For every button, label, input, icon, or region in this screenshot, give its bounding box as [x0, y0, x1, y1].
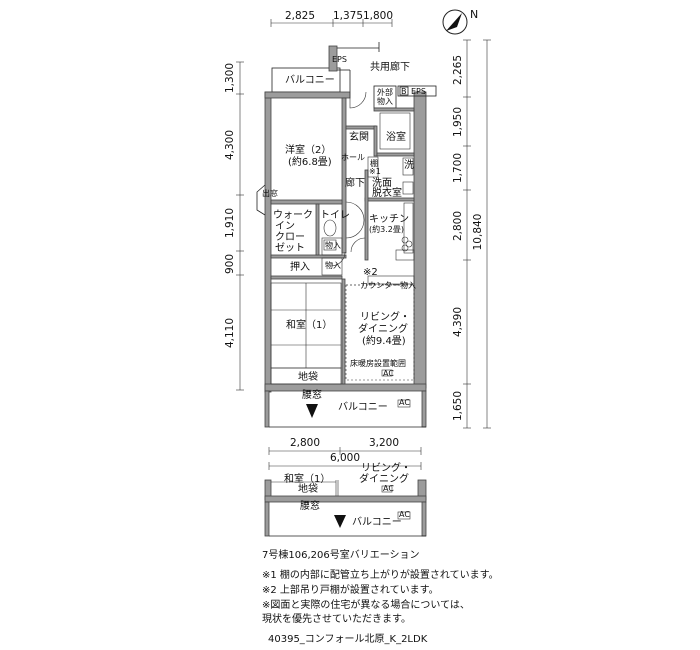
label-outdoor-storage-1: 外部	[377, 87, 393, 97]
dim-right-1: 2,265	[452, 55, 464, 85]
dim-variation-1: 2,800	[290, 437, 320, 449]
label-jibukuro: 地袋	[298, 370, 318, 383]
variation-label-living-1: リビング・	[361, 461, 411, 474]
label-entrance: 玄関	[349, 130, 369, 143]
label-storage-small-2: 物入	[325, 260, 341, 270]
main-plan-labels: バルコニー EPS 共用廊下 外部 物入 B EPS 洋室（2） (約6.8畳)…	[262, 55, 426, 413]
label-wash: 洗	[404, 159, 414, 171]
dim-top-3: 1,800	[363, 10, 393, 22]
dim-right-2: 1,950	[452, 107, 464, 137]
label-eps-right: EPS	[411, 87, 426, 96]
label-living-2: ダイニング	[358, 322, 408, 335]
label-deme-window: 出窓	[262, 188, 278, 198]
label-western-room: 洋室（2）	[285, 143, 331, 156]
variation-label-ac-1: AC	[383, 484, 394, 493]
label-walkin-1: ウォーク	[273, 209, 313, 221]
dim-top-1: 2,825	[285, 10, 315, 22]
note-2: ※2 上部吊り戸棚が設置されています。	[262, 585, 439, 596]
label-shelf: 棚	[370, 158, 378, 168]
dim-variation-total: 6,000	[330, 452, 360, 464]
label-outdoor-storage-2: 物入	[377, 96, 393, 106]
variation-label-ac-2: AC	[399, 510, 410, 519]
variation-label-japanese-room: 和室（1）	[284, 472, 330, 485]
variation-dimension-line: 2,800 3,200 6,000	[268, 437, 422, 470]
label-washroom-1: 洗面	[372, 177, 392, 189]
label-walkin-2: イン	[275, 221, 295, 232]
variation-labels: 和室（1） リビング・ ダイニング 地袋 AC 腰窓 バルコニー AC	[284, 461, 411, 528]
compass-label: N	[470, 8, 478, 21]
label-hallway: 廊下	[345, 176, 365, 189]
dim-left-5: 4,110	[224, 318, 236, 348]
label-ac-2: AC	[399, 398, 410, 407]
label-balcony-top: バルコニー	[285, 74, 335, 86]
label-oshiire: 押入	[290, 260, 310, 273]
variation-label-jibukuro: 地袋	[298, 482, 318, 495]
label-living-size: (約9.4畳)	[362, 334, 406, 347]
label-floor-heating: 床暖房設置範囲	[350, 358, 406, 368]
label-kitchen-size: (約3.2畳)	[369, 224, 404, 234]
north-compass-icon: N	[442, 8, 478, 35]
label-western-size: (約6.8畳)	[288, 155, 332, 168]
dim-right-6: 1,650	[452, 391, 464, 421]
variation-label-balcony: バルコニー	[352, 516, 402, 528]
label-koshimado: 腰窓	[302, 388, 322, 401]
main-plan	[256, 42, 437, 428]
note-4: 現状を優先させていただきます。	[262, 614, 411, 625]
dim-left-3: 1,910	[224, 208, 236, 238]
footer-code: 40395_コンフォール北原_K_2LDK	[268, 634, 428, 645]
label-balcony-bottom: バルコニー	[338, 401, 388, 413]
label-living-1: リビング・	[360, 310, 410, 323]
label-b: B	[401, 87, 407, 96]
right-dimension-line: 2,265 1,950 1,700 2,800 4,390 1,650 10,8…	[452, 39, 491, 429]
label-walkin-3: クロー	[275, 231, 305, 243]
dim-left-1: 1,300	[224, 63, 236, 93]
label-ac-1: AC	[383, 369, 394, 378]
dim-right-5: 4,390	[452, 307, 464, 337]
dim-variation-2: 3,200	[369, 437, 399, 449]
label-washroom-2: 脱衣室	[372, 186, 402, 199]
dim-right-total: 10,840	[472, 214, 484, 251]
variation-plan	[264, 479, 427, 537]
dim-left-2: 4,300	[224, 130, 236, 160]
dim-top-2: 1,375	[333, 10, 363, 22]
label-walkin-4: ゼット	[275, 242, 305, 254]
label-storage-small-1: 物入	[325, 240, 341, 250]
top-dimension-line: 2,825 1,375 1,800	[270, 10, 393, 27]
note-3: ※図面と実際の住宅が異なる場合については、	[262, 600, 470, 611]
variation-caption: 7号棟106,206号室バリエーション	[262, 550, 420, 561]
dim-right-4: 2,800	[452, 211, 464, 241]
dim-right-3: 1,700	[452, 153, 464, 183]
label-toilet: トイレ	[320, 210, 350, 221]
label-eps-top: EPS	[332, 55, 347, 64]
label-bathroom: 浴室	[386, 130, 406, 143]
label-counter: カウンター物入	[360, 280, 416, 290]
label-kitchen: キッチン	[369, 213, 409, 225]
label-japanese-room: 和室（1）	[286, 318, 332, 331]
dim-left-4: 900	[224, 254, 236, 274]
label-hall: ホール	[341, 153, 365, 162]
left-dimension-line: 1,300 4,300 1,910 900 4,110	[224, 61, 244, 391]
label-shelf-mark: ※1	[369, 167, 381, 176]
note-1: ※1 棚の内部に配管立ち上がりが設置されています。	[262, 570, 499, 581]
variation-label-living-2: ダイニング	[359, 472, 409, 485]
variation-label-koshimado: 腰窓	[300, 499, 320, 512]
label-note2-mark: ※2	[363, 267, 378, 278]
label-corridor: 共用廊下	[370, 60, 410, 73]
